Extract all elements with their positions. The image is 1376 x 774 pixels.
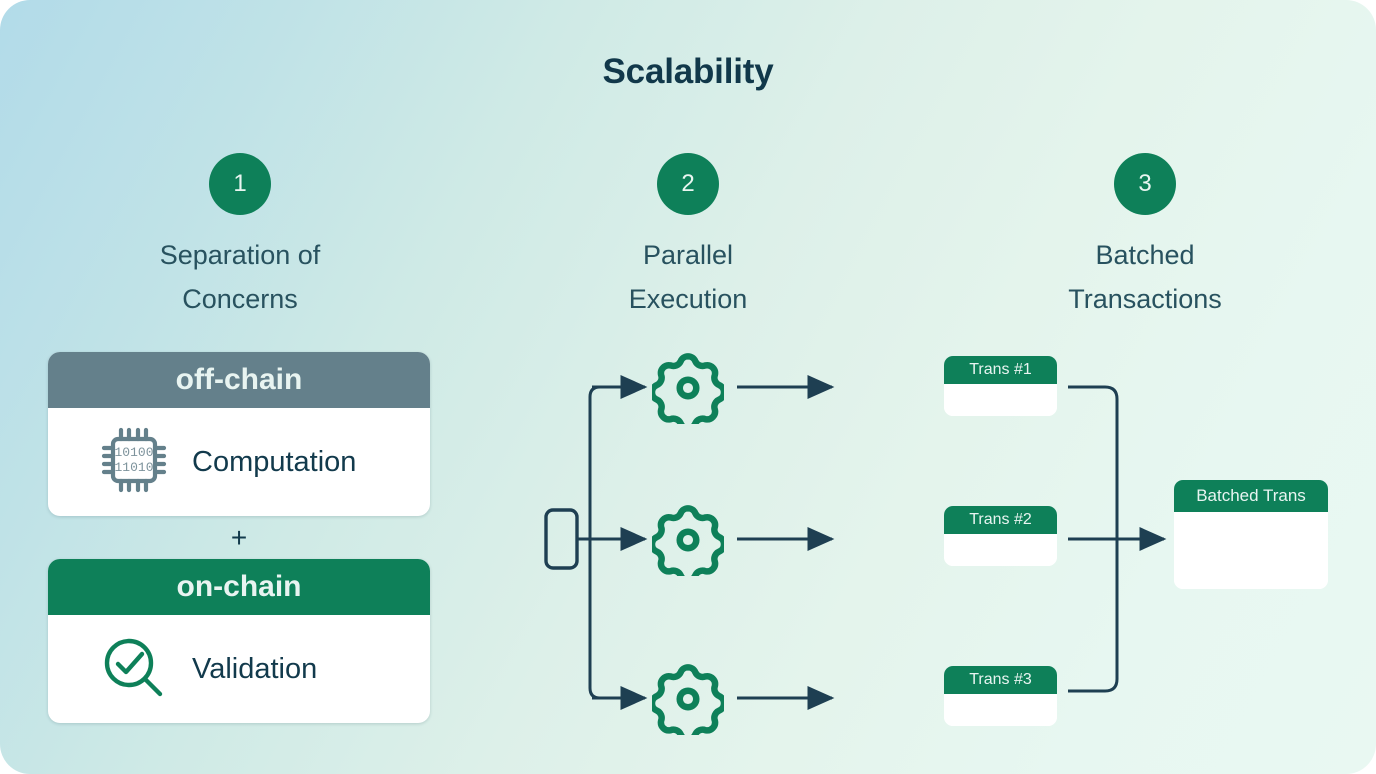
cpu-chip-binary-line1: 10100	[114, 445, 153, 460]
step-label-line1: Parallel	[642, 240, 734, 270]
on-chain-body: Validation	[48, 615, 430, 723]
off-chain-body: 10100 11010 Computation	[48, 408, 430, 516]
trans-card-2: Trans #2	[944, 506, 1057, 566]
on-chain-header: on-chain	[48, 559, 430, 615]
input-node-box	[544, 508, 579, 570]
on-chain-item-label: Validation	[192, 652, 318, 685]
trans-card-body	[944, 694, 1057, 726]
off-chain-header: off-chain	[48, 352, 430, 408]
trans-card-1: Trans #1	[944, 356, 1057, 416]
off-chain-item-label: Computation	[192, 445, 357, 478]
trans-card-body	[944, 384, 1057, 416]
step-badge-1: 1	[209, 153, 271, 215]
step-label-line2: Concerns	[182, 284, 298, 314]
step-badge-number: 1	[233, 170, 247, 197]
batched-trans-label: Batched Trans	[1174, 480, 1328, 512]
step-label-line1: Batched	[1095, 240, 1195, 270]
step-badge-number: 3	[1138, 170, 1152, 197]
gear-3	[648, 663, 728, 743]
step-label-line2: Transactions	[1068, 284, 1222, 314]
trans-card-label: Trans #2	[944, 506, 1057, 534]
on-chain-card: on-chain Validation	[48, 559, 430, 723]
gear-2	[648, 504, 728, 584]
batched-trans-card: Batched Trans	[1174, 480, 1328, 589]
step-label-line1: Separation of	[159, 240, 321, 270]
gear-1	[648, 352, 728, 432]
magnifier-check-icon	[98, 633, 170, 706]
batched-trans-body	[1174, 512, 1328, 589]
trans-card-label: Trans #1	[944, 356, 1057, 384]
trans-card-body	[944, 534, 1057, 566]
page-title: Scalability	[602, 52, 774, 91]
step-badge-number: 2	[681, 170, 695, 197]
trans-card-3: Trans #3	[944, 666, 1057, 726]
step-label-2: Parallel Execution	[528, 233, 848, 321]
cpu-chip-icon: 10100 11010	[98, 426, 170, 499]
step-label-line2: Execution	[628, 284, 748, 314]
off-chain-card: off-chain	[48, 352, 430, 516]
step-badge-2: 2	[657, 153, 719, 215]
step-badge-3: 3	[1114, 153, 1176, 215]
cpu-chip-binary-line2: 11010	[114, 460, 153, 475]
step-label-1: Separation of Concerns	[80, 233, 400, 321]
step-label-3: Batched Transactions	[985, 233, 1305, 321]
plus-separator: +	[230, 522, 248, 553]
trans-card-label: Trans #3	[944, 666, 1057, 694]
branch-spine	[588, 385, 610, 700]
